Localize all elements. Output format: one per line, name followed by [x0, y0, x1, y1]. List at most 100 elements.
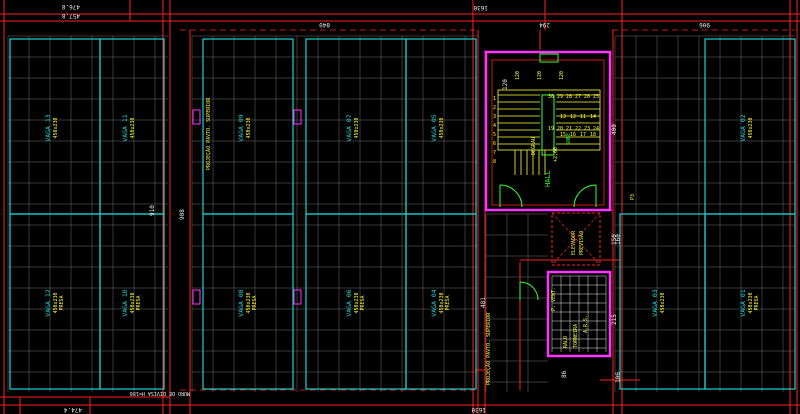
dim-side-150: 150 — [611, 234, 618, 245]
dim-top-right: 906 — [699, 21, 710, 28]
stair-step-number: 8 — [493, 159, 496, 165]
annotations: PROJEÇÃO PAVTO. SUPERIOR PROJEÇÃO PAVTO.… — [130, 97, 636, 396]
ars-tile-grid — [551, 275, 607, 352]
bay-size: 450x230 — [748, 117, 754, 138]
ars-label: A.R.S. — [583, 315, 589, 333]
bay-tag: PRESA — [360, 295, 366, 310]
bay-name: VAGA 05 — [430, 114, 438, 141]
elevator-shaft — [551, 212, 601, 266]
stair-step-number: 5 — [493, 132, 496, 138]
dim-side-910: 910 — [149, 205, 156, 216]
bay-size: 450x230 — [748, 292, 754, 313]
ars-room-wall — [546, 270, 612, 358]
dim-side-400: 400 — [611, 124, 618, 135]
bay-size: 450x230 — [246, 292, 252, 313]
pillar — [293, 289, 302, 305]
bay-name: VAGA 01 — [739, 289, 747, 316]
stair-step-number: 1 — [493, 96, 496, 102]
ars-detail-label: TORNEIRA — [573, 324, 579, 348]
bay-name: VAGA 09 — [237, 114, 245, 141]
dim-top-center: 1630 — [473, 4, 488, 11]
stair-dimension: 120 — [559, 71, 565, 80]
hall-door-swing — [573, 184, 597, 208]
bay-name: VAGA 12 — [44, 289, 52, 316]
bay-tag: PRESA — [252, 295, 258, 310]
dim-bottom-center: 1630 — [471, 406, 486, 413]
bay-name: VAGA 08 — [237, 289, 245, 316]
stair-step-number: 30 — [548, 94, 554, 100]
hall-door-swing — [499, 184, 523, 208]
stair-step-number: 20 — [557, 126, 563, 132]
hall-label: HALL — [544, 170, 552, 187]
stair-step-number: 21 — [566, 126, 572, 132]
stair-core-inner — [491, 59, 605, 206]
dim-bottom-total: 474.4 — [64, 406, 82, 413]
pillar — [192, 289, 201, 305]
stair-step-number: 11 — [580, 114, 586, 120]
dim-top-mid: 840 — [319, 21, 330, 28]
bay-size: 450x230 — [660, 292, 666, 313]
bay-tag: PRESA — [445, 295, 451, 310]
bay-size: 450x230 — [354, 292, 360, 313]
bay-size: 450x230 — [53, 117, 59, 138]
stair-step-number: 19 — [548, 126, 554, 132]
bay-size: 450x230 — [130, 117, 136, 138]
bay-08-outline — [202, 213, 294, 390]
dim-side-120: 120 — [502, 79, 509, 90]
ars-door-swing — [519, 281, 539, 301]
stair-treads — [497, 89, 601, 175]
stair-step-number: 28 — [566, 94, 572, 100]
stair-step-number: 12 — [570, 114, 576, 120]
stair-step-number: 7 — [493, 150, 496, 156]
pillars — [192, 109, 302, 305]
dim-top-stair: 294 — [539, 21, 550, 28]
stair-step-number: 14 — [590, 114, 596, 120]
bay-size: 450x230 — [354, 117, 360, 138]
bay-name: VAGA 06 — [345, 289, 353, 316]
dim-side-908: 908 — [179, 209, 186, 220]
bay-size: 450x230 — [130, 292, 136, 313]
p3-label: P3 — [630, 194, 636, 200]
pillar — [192, 109, 201, 125]
projection-left-label: PROJEÇÃO PAVTO. SUPERIOR — [205, 97, 212, 170]
dim-top-total: 476.8 — [62, 3, 80, 10]
stair-step-number: 18 — [590, 132, 596, 138]
bay-tag: PRESA — [754, 295, 760, 310]
stair-step-number: 13 — [560, 114, 566, 120]
stair-step-number: 3 — [493, 114, 496, 120]
stair-step-number: 16 — [570, 132, 576, 138]
wall-note-label: MURO DE DIVISA H=180 — [130, 390, 190, 396]
hall-level-label: +2,60 — [553, 147, 559, 162]
dim-side-86: 86 — [561, 370, 568, 378]
bay-tag: PRESA — [136, 295, 142, 310]
sobe-label: SOBE — [566, 133, 572, 145]
bay-size: 450x230 — [439, 117, 445, 138]
stair-landing-marker — [539, 53, 559, 63]
projection-bottom-label: PROJEÇÃO PAVTO. SUPERIOR — [485, 312, 492, 385]
stair-step-number: 26 — [584, 94, 590, 100]
bay-size: 450x230 — [53, 292, 59, 313]
bay-name: VAGA 07 — [345, 114, 353, 141]
stair-step-number: 24 — [593, 126, 599, 132]
stair-core — [484, 50, 612, 212]
pillar — [293, 109, 302, 125]
stair-step-number: 2 — [493, 105, 496, 111]
dim-top-left: 457.8 — [62, 12, 80, 19]
dim-side-160: 160 — [615, 234, 622, 245]
bay-name: VAGA 10 — [121, 289, 129, 316]
bay-01-outline — [704, 213, 796, 390]
